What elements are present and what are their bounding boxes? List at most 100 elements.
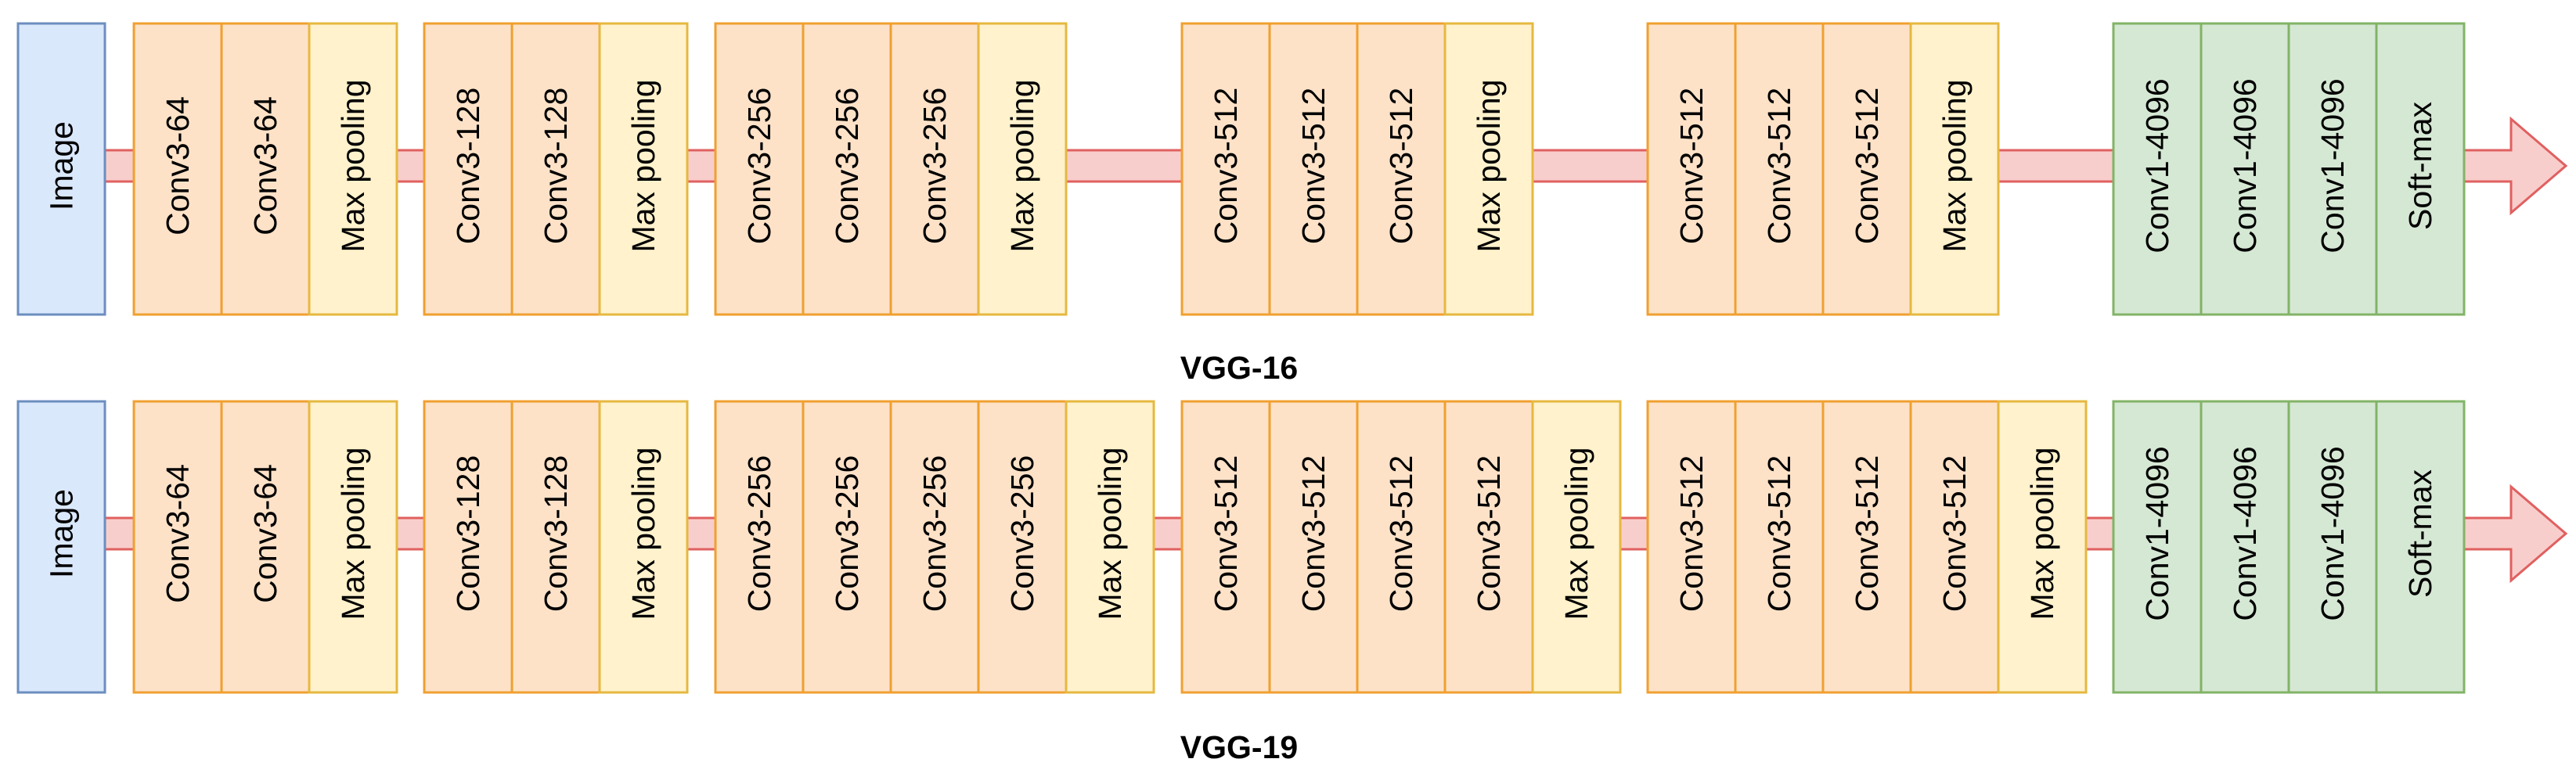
conv-layer: Conv3-512 bbox=[1821, 400, 1912, 694]
conv-layer-label: Conv3-512 bbox=[1295, 88, 1331, 245]
fc-layer-label: Soft-max bbox=[2402, 469, 2438, 598]
input-image-box: Image bbox=[16, 400, 106, 694]
pool-layer-label: Max pooling bbox=[335, 79, 371, 252]
conv-layer-rect bbox=[977, 400, 1068, 694]
pool-layer-rect bbox=[977, 22, 1068, 316]
conv-layer: Conv3-256 bbox=[714, 400, 805, 694]
conv-layer: Conv3-256 bbox=[802, 400, 892, 694]
block-2: Conv3-128 Conv3-128 Max pooling bbox=[423, 22, 689, 316]
conv-layer-label: Conv3-512 bbox=[1673, 455, 1710, 613]
fc-layer: Conv1-4096 bbox=[2112, 400, 2203, 694]
conv-layer-label: Conv3-512 bbox=[1849, 455, 1885, 613]
conv-layer-rect bbox=[132, 22, 223, 316]
conv-layer: Conv3-512 bbox=[1180, 400, 1271, 694]
fc-layer-rect bbox=[2287, 22, 2378, 316]
input-image-rect bbox=[16, 400, 106, 694]
conv-layer-rect bbox=[802, 22, 892, 316]
conv-layer-label: Conv3-256 bbox=[829, 88, 865, 245]
conv-layer: Conv3-512 bbox=[1821, 22, 1912, 316]
conv-layer-label: Conv3-64 bbox=[247, 96, 283, 236]
conv-layer-rect bbox=[1356, 400, 1447, 694]
fc-layer-label: Conv1-4096 bbox=[2139, 78, 2175, 253]
conv-layer: Conv3-64 bbox=[220, 400, 311, 694]
conv-layer-label: Conv3-512 bbox=[1471, 455, 1507, 613]
conv-layer-rect bbox=[423, 22, 513, 316]
block-5: Conv3-512 Conv3-512 Conv3-512 Max pooling bbox=[1646, 22, 2000, 316]
model-title: VGG-16 bbox=[1180, 350, 1298, 386]
conv-layer: Conv3-512 bbox=[1909, 400, 2000, 694]
conv-layer-label: Conv3-256 bbox=[1004, 455, 1040, 613]
fc-layer: Conv1-4096 bbox=[2200, 400, 2290, 694]
pool-layer-label: Max pooling bbox=[1558, 447, 1594, 620]
pool-layer: Max pooling bbox=[1997, 400, 2088, 694]
conv-layer-rect bbox=[889, 400, 980, 694]
fc-layer-label: Conv1-4096 bbox=[2139, 446, 2175, 620]
conv-layer-rect bbox=[1821, 22, 1912, 316]
conv-layer: Conv3-512 bbox=[1646, 22, 1737, 316]
conv-layer-label: Conv3-128 bbox=[450, 455, 486, 613]
pool-layer: Max pooling bbox=[1531, 400, 1622, 694]
pool-layer-rect bbox=[1065, 400, 1155, 694]
pool-layer: Max pooling bbox=[1909, 22, 2000, 316]
pool-layer-rect bbox=[1997, 400, 2088, 694]
conv-layer: Conv3-128 bbox=[423, 400, 513, 694]
fc-layer-label: Conv1-4096 bbox=[2227, 78, 2263, 253]
conv-layer-label: Conv3-512 bbox=[1937, 455, 1973, 613]
block-5: Conv3-512 Conv3-512 Conv3-512 Conv3-512 Max … bbox=[1646, 400, 2088, 694]
pool-layer: Max pooling bbox=[977, 22, 1068, 316]
pool-layer-rect bbox=[1909, 22, 2000, 316]
conv-layer: Conv3-512 bbox=[1268, 400, 1359, 694]
pool-layer-label: Max pooling bbox=[625, 447, 661, 620]
conv-layer: Conv3-64 bbox=[132, 400, 223, 694]
pool-layer-rect bbox=[308, 22, 398, 316]
fc-layer-rect bbox=[2375, 400, 2466, 694]
pool-layer-label: Max pooling bbox=[1004, 79, 1040, 252]
fc-layer: Conv1-4096 bbox=[2200, 22, 2290, 316]
conv-layer: Conv3-256 bbox=[889, 400, 980, 694]
conv-layer: Conv3-64 bbox=[132, 22, 223, 316]
conv-layer-rect bbox=[1180, 22, 1271, 316]
pool-layer: Max pooling bbox=[598, 22, 689, 316]
input-image-label: Image bbox=[44, 489, 80, 578]
conv-layer-label: Conv3-512 bbox=[1208, 88, 1244, 245]
conv-layer-label: Conv3-512 bbox=[1383, 455, 1419, 613]
conv-layer-label: Conv3-512 bbox=[1849, 88, 1885, 245]
fc-layer: Conv1-4096 bbox=[2112, 22, 2203, 316]
pool-layer-label: Max pooling bbox=[335, 447, 371, 620]
conv-layer-rect bbox=[510, 22, 601, 316]
fc-layer: Conv1-4096 bbox=[2287, 22, 2378, 316]
conv-layer-label: Conv3-512 bbox=[1383, 88, 1419, 245]
conv-layer: Conv3-512 bbox=[1646, 400, 1737, 694]
conv-layer: Conv3-256 bbox=[802, 22, 892, 316]
pool-layer: Max pooling bbox=[308, 22, 398, 316]
conv-layer: Conv3-128 bbox=[510, 22, 601, 316]
input-image-rect bbox=[16, 22, 106, 316]
pool-layer-rect bbox=[598, 22, 689, 316]
conv-layer-rect bbox=[1180, 400, 1271, 694]
pool-layer-rect bbox=[598, 400, 689, 694]
pool-layer-label: Max pooling bbox=[2024, 447, 2060, 620]
conv-layer-label: Conv3-512 bbox=[1761, 455, 1797, 613]
conv-layer-label: Conv3-512 bbox=[1761, 88, 1797, 245]
conv-layer: Conv3-512 bbox=[1443, 400, 1534, 694]
model-row-vgg-19: Image Conv3-64 Conv3-64 Max pooling Conv3-12… bbox=[16, 400, 2568, 765]
pool-layer-label: Max pooling bbox=[625, 79, 661, 252]
pool-layer: Max pooling bbox=[598, 400, 689, 694]
conv-layer-label: Conv3-512 bbox=[1208, 455, 1244, 613]
conv-layer-label: Conv3-128 bbox=[450, 88, 486, 245]
fc-layer-label: Soft-max bbox=[2402, 101, 2438, 230]
fc-layer: Soft-max bbox=[2375, 400, 2466, 694]
pool-layer-label: Max pooling bbox=[1092, 447, 1128, 620]
block-4: Conv3-512 Conv3-512 Conv3-512 Conv3-512 Max … bbox=[1180, 400, 1622, 694]
pool-layer: Max pooling bbox=[1065, 400, 1155, 694]
conv-layer: Conv3-64 bbox=[220, 22, 311, 316]
conv-layer: Conv3-256 bbox=[714, 22, 805, 316]
input-image-label: Image bbox=[44, 121, 80, 210]
conv-layer-label: Conv3-64 bbox=[247, 464, 283, 603]
conv-layer-rect bbox=[714, 400, 805, 694]
